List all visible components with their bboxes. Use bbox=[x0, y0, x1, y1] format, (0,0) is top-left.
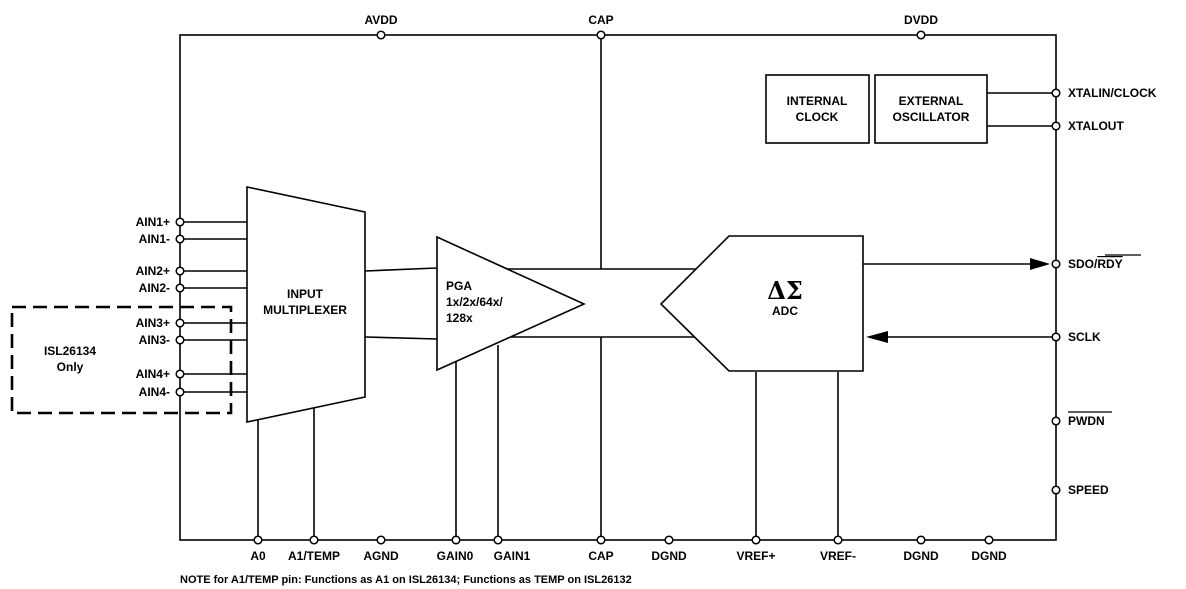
pin-avdd bbox=[376, 30, 386, 40]
pin-ain1m bbox=[175, 234, 185, 244]
pin-pwdn bbox=[1051, 416, 1061, 426]
external-osc-label-1: EXTERNAL bbox=[899, 94, 964, 108]
pin-ain2p bbox=[175, 266, 185, 276]
pin-a1temp bbox=[309, 535, 319, 545]
label-speed: SPEED bbox=[1068, 483, 1109, 497]
mux-pga-wire-top bbox=[364, 267, 438, 272]
input-multiplexer bbox=[246, 186, 366, 423]
pin-dgnd-2 bbox=[916, 535, 926, 545]
pin-ain4p bbox=[175, 369, 185, 379]
label-ain1m: AIN1- bbox=[139, 232, 170, 246]
pga-amplifier bbox=[436, 235, 586, 372]
isl26134-only-box bbox=[10, 305, 233, 415]
mux-pga-wire-bottom bbox=[364, 336, 438, 340]
pin-speed bbox=[1051, 485, 1061, 495]
label-dgnd-1: DGND bbox=[651, 549, 687, 563]
pin-dvdd bbox=[916, 30, 926, 40]
label-ain1p: AIN1+ bbox=[136, 215, 170, 229]
mux-label-2: MULTIPLEXER bbox=[263, 303, 347, 317]
pga-label-1: PGA bbox=[446, 279, 472, 293]
label-ain4p: AIN4+ bbox=[136, 367, 170, 381]
internal-clock-label-1: INTERNAL bbox=[787, 94, 848, 108]
isl-box-label-1: ISL26134 bbox=[44, 344, 96, 358]
isl-box-label-2: Only bbox=[57, 360, 84, 374]
pin-dgnd-1 bbox=[664, 535, 674, 545]
label-avdd: AVDD bbox=[364, 13, 397, 27]
label-sdo: SDO/RDY bbox=[1068, 257, 1123, 271]
sdo-arrow-icon bbox=[1030, 258, 1050, 270]
pin-gain1 bbox=[493, 535, 503, 545]
pin-ain1p bbox=[175, 217, 185, 227]
pin-gain0 bbox=[451, 535, 461, 545]
pin-cap-bottom bbox=[596, 535, 606, 545]
label-dgnd-2: DGND bbox=[903, 549, 939, 563]
pga-label-2: 1x/2x/64x/ bbox=[446, 295, 503, 309]
ain-wires bbox=[180, 221, 247, 393]
sclk-arrow-icon bbox=[866, 331, 888, 343]
label-gain0: GAIN0 bbox=[437, 549, 474, 563]
label-ain3m: AIN3- bbox=[139, 333, 170, 347]
pin-dgnd-3 bbox=[984, 535, 994, 545]
label-ain2m: AIN2- bbox=[139, 281, 170, 295]
pin-xtalout bbox=[1051, 121, 1061, 131]
label-dgnd-3: DGND bbox=[971, 549, 1007, 563]
pin-sdo-rdy bbox=[1051, 259, 1061, 269]
internal-clock-label-2: CLOCK bbox=[796, 110, 839, 124]
pin-ain3p bbox=[175, 318, 185, 328]
label-agnd: AGND bbox=[363, 549, 399, 563]
pin-ain4m bbox=[175, 387, 185, 397]
pin-vrefp bbox=[751, 535, 761, 545]
adc-block bbox=[659, 235, 864, 372]
label-cap-top: CAP bbox=[588, 13, 613, 27]
label-vrefm: VREF- bbox=[820, 549, 856, 563]
pin-xtalin bbox=[1051, 88, 1061, 98]
pin-a0 bbox=[253, 535, 263, 545]
label-gain1: GAIN1 bbox=[494, 549, 531, 563]
label-dvdd: DVDD bbox=[904, 13, 938, 27]
label-a1temp: A1/TEMP bbox=[288, 549, 340, 563]
adc-label: ADC bbox=[772, 304, 798, 318]
pin-vrefm bbox=[833, 535, 843, 545]
pin-ain3m bbox=[175, 335, 185, 345]
label-ain3p: AIN3+ bbox=[136, 316, 170, 330]
label-ain2p: AIN2+ bbox=[136, 264, 170, 278]
label-xtalin: XTALIN/CLOCK bbox=[1068, 86, 1157, 100]
footnote: NOTE for A1/TEMP pin: Functions as A1 on… bbox=[180, 574, 632, 586]
pin-ain2m bbox=[175, 283, 185, 293]
external-oscillator-block bbox=[874, 74, 988, 144]
label-vrefp: VREF+ bbox=[736, 549, 775, 563]
label-ain4m: AIN4- bbox=[139, 385, 170, 399]
mux-label-1: INPUT bbox=[287, 287, 324, 301]
external-osc-label-2: OSCILLATOR bbox=[893, 110, 970, 124]
pin-sclk bbox=[1051, 332, 1061, 342]
internal-clock-block bbox=[765, 74, 870, 144]
pga-label-3: 128x bbox=[446, 311, 473, 325]
label-sclk: SCLK bbox=[1068, 330, 1101, 344]
pin-agnd bbox=[376, 535, 386, 545]
label-cap-bottom: CAP bbox=[588, 549, 613, 563]
pin-cap-top bbox=[596, 30, 606, 40]
label-rdy: RDY bbox=[1097, 257, 1122, 271]
label-a0: A0 bbox=[250, 549, 266, 563]
adc-delta-sigma-symbol: ΔΣ bbox=[767, 276, 803, 305]
label-pwdn: PWDN bbox=[1068, 414, 1105, 428]
label-xtalout: XTALOUT bbox=[1068, 119, 1124, 133]
